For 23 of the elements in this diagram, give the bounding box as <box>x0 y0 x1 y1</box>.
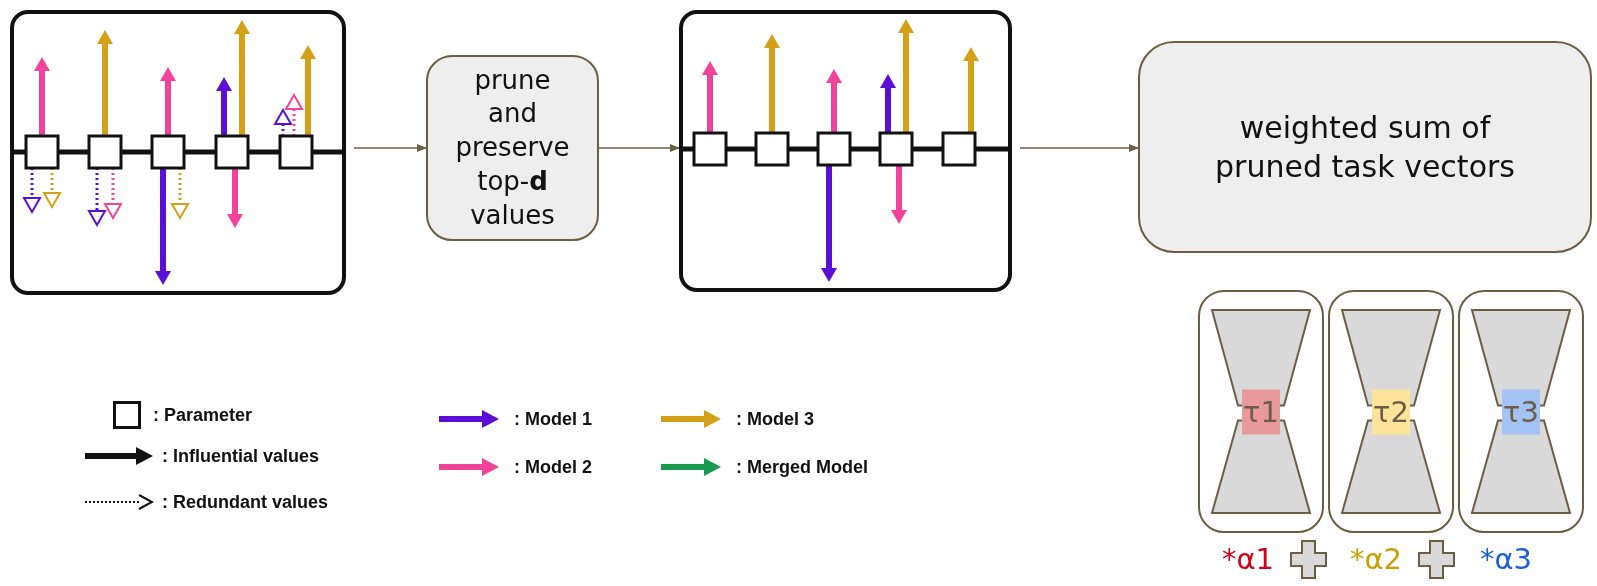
legend-label: : Influential values <box>162 445 320 467</box>
weight-label: *α2 <box>1350 542 1403 576</box>
model-card <box>1328 290 1454 533</box>
process-label: weighted sum of pruned task vectors <box>1214 109 1516 186</box>
task-vector-tag: τ2 <box>1372 389 1410 434</box>
legend-label: : Parameter <box>153 404 253 426</box>
weight-label: *α3 <box>1480 542 1533 576</box>
legend-label: : Model 2 <box>514 456 592 478</box>
process-box <box>426 55 599 241</box>
legend-label: : Merged Model <box>736 456 868 478</box>
weight-label: *α1 <box>1222 542 1275 576</box>
process-label: prune and preserve top-d values <box>454 63 571 232</box>
model-card <box>1458 290 1584 533</box>
arrow <box>1019 144 1139 152</box>
arrow <box>353 144 427 152</box>
process-box <box>1138 41 1592 253</box>
task-vector-tag: τ1 <box>1242 389 1280 434</box>
legend-label: : Redundant values <box>162 491 329 513</box>
legend-label: : Model 1 <box>514 408 592 430</box>
model-card <box>1198 290 1324 533</box>
arrow <box>598 144 680 152</box>
legend-label: : Model 3 <box>736 408 814 430</box>
task-vector-tag: τ3 <box>1502 389 1540 434</box>
